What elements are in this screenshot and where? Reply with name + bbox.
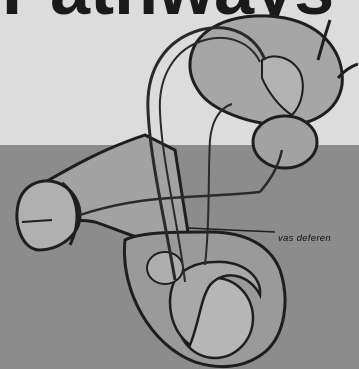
prostate <box>253 116 317 168</box>
label-vas-deferens: vas deferen <box>278 233 331 244</box>
epididymis-head <box>147 252 183 284</box>
